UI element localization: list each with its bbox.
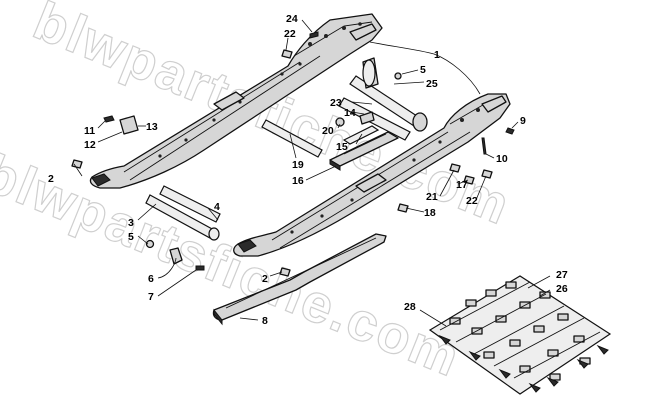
nut-5-bottom xyxy=(145,239,155,249)
hardware xyxy=(71,31,515,277)
leader-lines xyxy=(73,19,551,327)
bolt-7 xyxy=(195,265,205,271)
callout-3: 3 xyxy=(128,217,134,229)
cross-shaft-19 xyxy=(261,119,323,158)
callout-24: 24 xyxy=(286,13,298,25)
center-slide-block-16 xyxy=(329,131,399,171)
center-cross-shaft-23 xyxy=(338,97,411,141)
callout-4: 4 xyxy=(214,201,220,213)
pin-9 xyxy=(505,127,515,135)
callout-22-right: 22 xyxy=(466,195,478,207)
callout-6: 6 xyxy=(148,273,154,285)
callout-1: 1 xyxy=(434,49,440,61)
callout-2-left: 2 xyxy=(48,173,54,185)
callout-27: 27 xyxy=(556,269,568,281)
callout-10: 10 xyxy=(496,153,508,165)
front-cross-shaft-4 xyxy=(159,185,221,223)
nut-5-top xyxy=(394,72,402,80)
callout-7: 7 xyxy=(148,291,154,303)
left-slide-rail xyxy=(89,13,383,189)
bushing-14 xyxy=(359,111,375,125)
callout-23: 23 xyxy=(330,97,342,109)
callout-26: 26 xyxy=(556,283,568,295)
callout-5-bottom: 5 xyxy=(128,231,134,243)
callout-28: 28 xyxy=(404,301,416,313)
callout-12: 12 xyxy=(84,139,96,151)
callout-2-bottom: 2 xyxy=(262,273,268,285)
callout-20: 20 xyxy=(322,125,334,137)
bolt-18 xyxy=(397,203,409,213)
callout-11: 11 xyxy=(84,125,95,137)
bolt-2-bottom xyxy=(279,267,291,277)
bolt-22-top xyxy=(281,49,293,59)
screw-11 xyxy=(103,115,115,123)
callout-15: 15 xyxy=(336,141,348,153)
callout-8: 8 xyxy=(262,315,268,327)
bolt-21 xyxy=(449,163,461,173)
callout-5-top: 5 xyxy=(420,64,426,76)
bolt-17 xyxy=(463,175,475,185)
right-slide-rail xyxy=(233,93,511,257)
track-section xyxy=(428,275,612,395)
callout-16: 16 xyxy=(292,175,304,187)
callout-13: 13 xyxy=(146,121,158,133)
bolt-10 xyxy=(481,137,487,155)
callout-9: 9 xyxy=(520,115,526,127)
hyfax-wear-strip-8 xyxy=(212,233,387,326)
callout-25: 25 xyxy=(426,78,438,90)
callout-19: 19 xyxy=(292,159,304,171)
callout-17: 17 xyxy=(456,179,468,191)
bolt-2-left xyxy=(71,159,83,169)
spacer-6 xyxy=(169,247,183,265)
bolt-24 xyxy=(309,31,319,39)
front-cross-shaft-3 xyxy=(145,194,220,241)
track-lugs xyxy=(438,334,609,393)
callout-22-top: 22 xyxy=(284,28,296,40)
rear-cross-shaft-25 xyxy=(349,57,428,132)
nut-20 xyxy=(335,117,345,127)
bolt-22-right xyxy=(481,169,493,179)
bumper-13 xyxy=(119,115,139,135)
callout-18: 18 xyxy=(424,207,436,219)
callout-14: 14 xyxy=(344,107,356,119)
callouts: 24 22 1 5 25 23 14 20 15 9 10 11 12 13 2… xyxy=(48,13,568,327)
callout-21: 21 xyxy=(426,191,438,203)
